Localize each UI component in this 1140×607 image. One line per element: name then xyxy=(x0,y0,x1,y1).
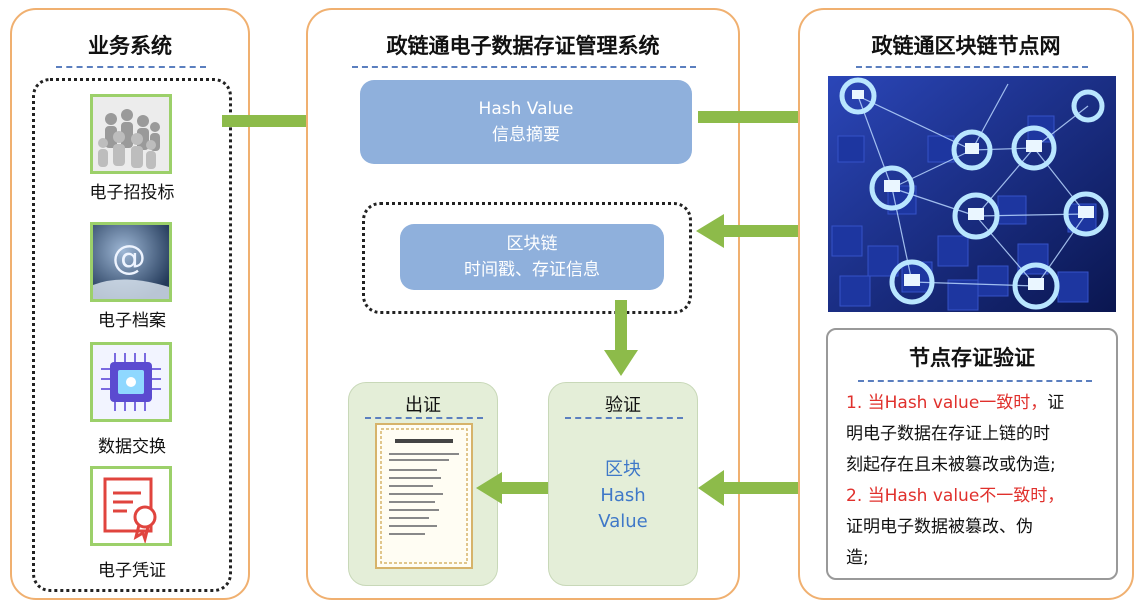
item-label-archive: 电子档案 xyxy=(98,311,166,331)
blockchain-box: 区块链 时间戳、存证信息 xyxy=(400,224,664,290)
verify-title: 验证 xyxy=(605,395,641,416)
chip-icon xyxy=(90,342,172,422)
svg-text:@: @ xyxy=(112,238,146,278)
item-label-bidding: 电子招投标 xyxy=(89,183,175,203)
evidence-management-title: 政链通电子数据存证管理系统 xyxy=(386,34,660,58)
certificate-icon xyxy=(90,466,172,546)
condition-1-label: 1. 当Hash value一致时， xyxy=(846,393,1048,413)
title-underline xyxy=(352,66,696,68)
business-systems-title: 业务系统 xyxy=(88,34,172,58)
blockchain-network-icon xyxy=(828,76,1116,312)
hash-value-label: Hash Value xyxy=(478,99,574,119)
blockchain-label: 区块链 xyxy=(506,234,558,254)
title-underline xyxy=(856,66,1088,68)
verify-line-1: 区块 xyxy=(605,459,641,480)
node-verification-underline xyxy=(858,380,1092,382)
timestamp-label: 时间戳、存证信息 xyxy=(464,260,600,280)
evidence-management-panel: 政链通电子数据存证管理系统 Hash Value 信息摘要 区块链 时间戳、存证… xyxy=(306,8,740,600)
digest-label: 信息摘要 xyxy=(492,125,560,145)
arrow-to-blockchain xyxy=(696,214,828,248)
issue-title: 出证 xyxy=(405,395,441,416)
issue-underline xyxy=(365,417,483,419)
condition-2-label: 2. 当Hash value不一致时， xyxy=(846,486,1065,506)
condition-1-text-b: 明电子数据在存证上链的时 xyxy=(846,424,1050,444)
blockchain-group xyxy=(362,202,692,314)
people-figures-icon xyxy=(90,94,172,174)
item-label-exchange: 数据交换 xyxy=(98,437,166,457)
condition-1-text-c: 刻起存在且未被篡改或伪造; xyxy=(846,455,1056,475)
business-systems-panel: 业务系统 电子招投标 xyxy=(10,8,250,600)
verify-line-3: Value xyxy=(598,511,648,532)
condition-2-text-b: 造; xyxy=(846,548,869,568)
title-underline xyxy=(56,66,206,68)
node-verification-panel: 节点存证验证 1. 当Hash value一致时，证 明电子数据在存证上链的时 … xyxy=(826,328,1118,580)
at-sign-icon: @ xyxy=(90,222,172,302)
arrow-to-issue xyxy=(476,472,576,504)
arrow-to-hash xyxy=(222,104,354,138)
condition-2-text-a: 证明电子数据被篡改、伪 xyxy=(846,517,1033,537)
verify-line-2: Hash xyxy=(600,485,646,506)
node-network-title: 政链通区块链节点网 xyxy=(871,34,1061,58)
condition-1-text-a: 证 xyxy=(1047,393,1065,413)
hash-value-box: Hash Value 信息摘要 xyxy=(360,80,692,164)
item-label-certificate: 电子凭证 xyxy=(98,561,166,581)
arrow-to-network xyxy=(698,100,830,134)
arrow-down-to-verify xyxy=(604,300,638,376)
node-verification-text: 1. 当Hash value一致时，证 明电子数据在存证上链的时 刻起存在且未被… xyxy=(846,388,1110,574)
arrow-verify-double xyxy=(698,470,828,506)
certificate-document-icon xyxy=(375,423,473,569)
node-verification-title: 节点存证验证 xyxy=(909,346,1035,370)
verify-block-hash: 区块 Hash Value xyxy=(549,457,697,535)
verify-underline xyxy=(565,417,683,419)
verification-box: 验证 区块 Hash Value xyxy=(548,382,698,586)
business-systems-group xyxy=(32,78,232,592)
